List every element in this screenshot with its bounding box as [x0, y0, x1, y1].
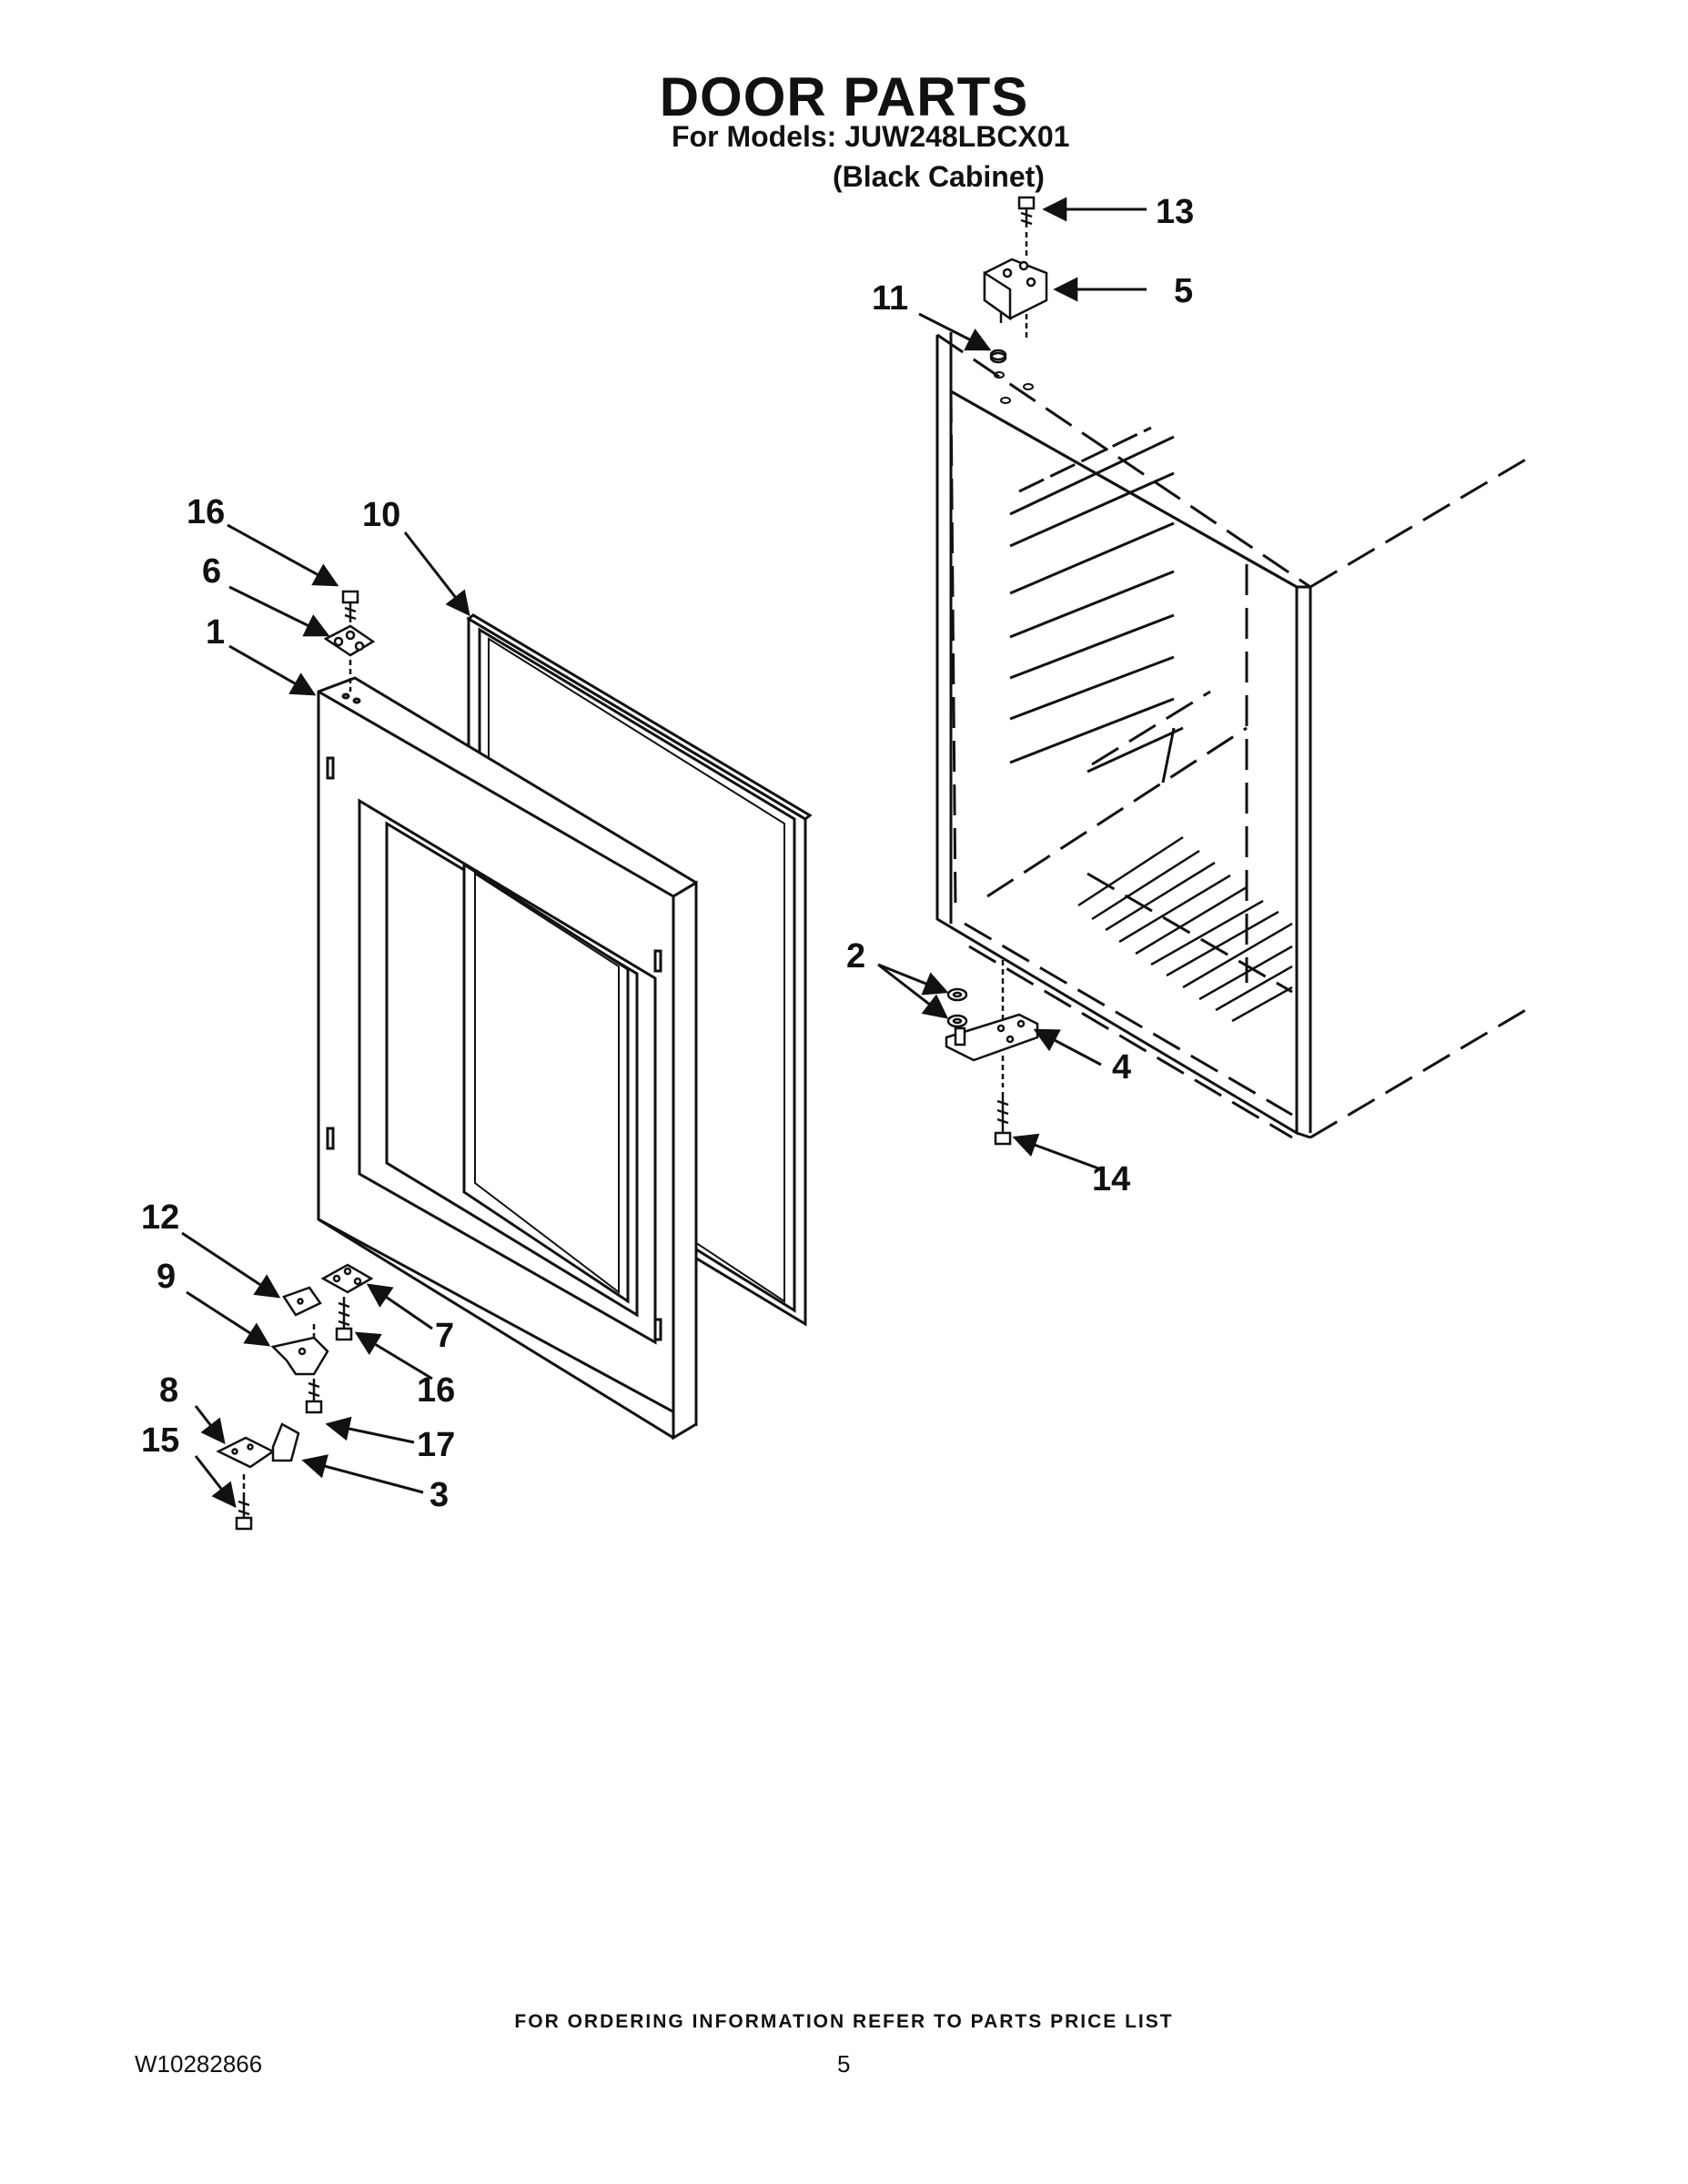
page-number: 5: [837, 2050, 851, 2078]
part-7-door-hinge-icon: [320, 1263, 374, 1294]
part-16-screw-lower-icon: [335, 1297, 353, 1341]
part-4-bottom-hinge-icon: [945, 960, 1039, 1087]
cabinet-hidden-lines: [936, 333, 1534, 1139]
part-17-screw-icon: [305, 1379, 323, 1414]
callout-9: 9: [157, 1258, 176, 1296]
cabinet-line: (Black Cabinet): [833, 160, 1045, 193]
callout-3: 3: [430, 1476, 449, 1514]
callout-5: 5: [1174, 272, 1193, 310]
cabinet: [935, 332, 1312, 1139]
callout-6: 6: [202, 552, 221, 591]
part-13-screw-icon: [1017, 196, 1036, 257]
callout-4: 4: [1112, 1048, 1131, 1087]
models-line: For Models: JUW248LBCX01: [672, 120, 1070, 153]
callout-15: 15: [141, 1421, 179, 1460]
callout-7: 7: [435, 1317, 454, 1355]
part-8-hinge-icon: [216, 1436, 276, 1469]
part-15-screw-icon: [235, 1474, 253, 1531]
ordering-info: FOR ORDERING INFORMATION REFER TO PARTS …: [514, 2011, 1174, 2032]
part-12-plate-icon: [282, 1286, 322, 1317]
callout-17: 17: [417, 1426, 455, 1464]
page-title: DOOR PARTS: [659, 66, 1029, 127]
part-11-washer-icon: [989, 349, 1007, 364]
callout-12: 12: [141, 1198, 179, 1237]
callout-1: 1: [206, 613, 225, 652]
part-5-top-hinge-icon: [983, 258, 1048, 339]
callout-8: 8: [159, 1371, 178, 1410]
cabinet-shelves: [1009, 426, 1293, 1023]
leader-lines: [181, 197, 1147, 1509]
part-6-door-hinge-icon: [323, 624, 376, 692]
part-3-hinge-cover-icon: [271, 1422, 300, 1462]
part-2-washers-icon: [946, 987, 968, 1028]
cabinet-hinge-holes: [994, 371, 1034, 404]
callout-2: 2: [846, 937, 865, 976]
callout-16-lower: 16: [417, 1371, 455, 1410]
part-1-door: [317, 676, 698, 1441]
part-9-bracket-icon: [270, 1324, 329, 1376]
callout-14: 14: [1092, 1160, 1130, 1198]
part-16-screw-top-icon: [341, 590, 359, 622]
callout-16-top: 16: [187, 493, 225, 531]
document-number: W10282866: [135, 2050, 263, 2078]
callout-11: 11: [872, 279, 908, 318]
part-14-screw-icon: [994, 1092, 1012, 1146]
callout-13: 13: [1156, 193, 1194, 231]
callout-10: 10: [362, 496, 400, 534]
